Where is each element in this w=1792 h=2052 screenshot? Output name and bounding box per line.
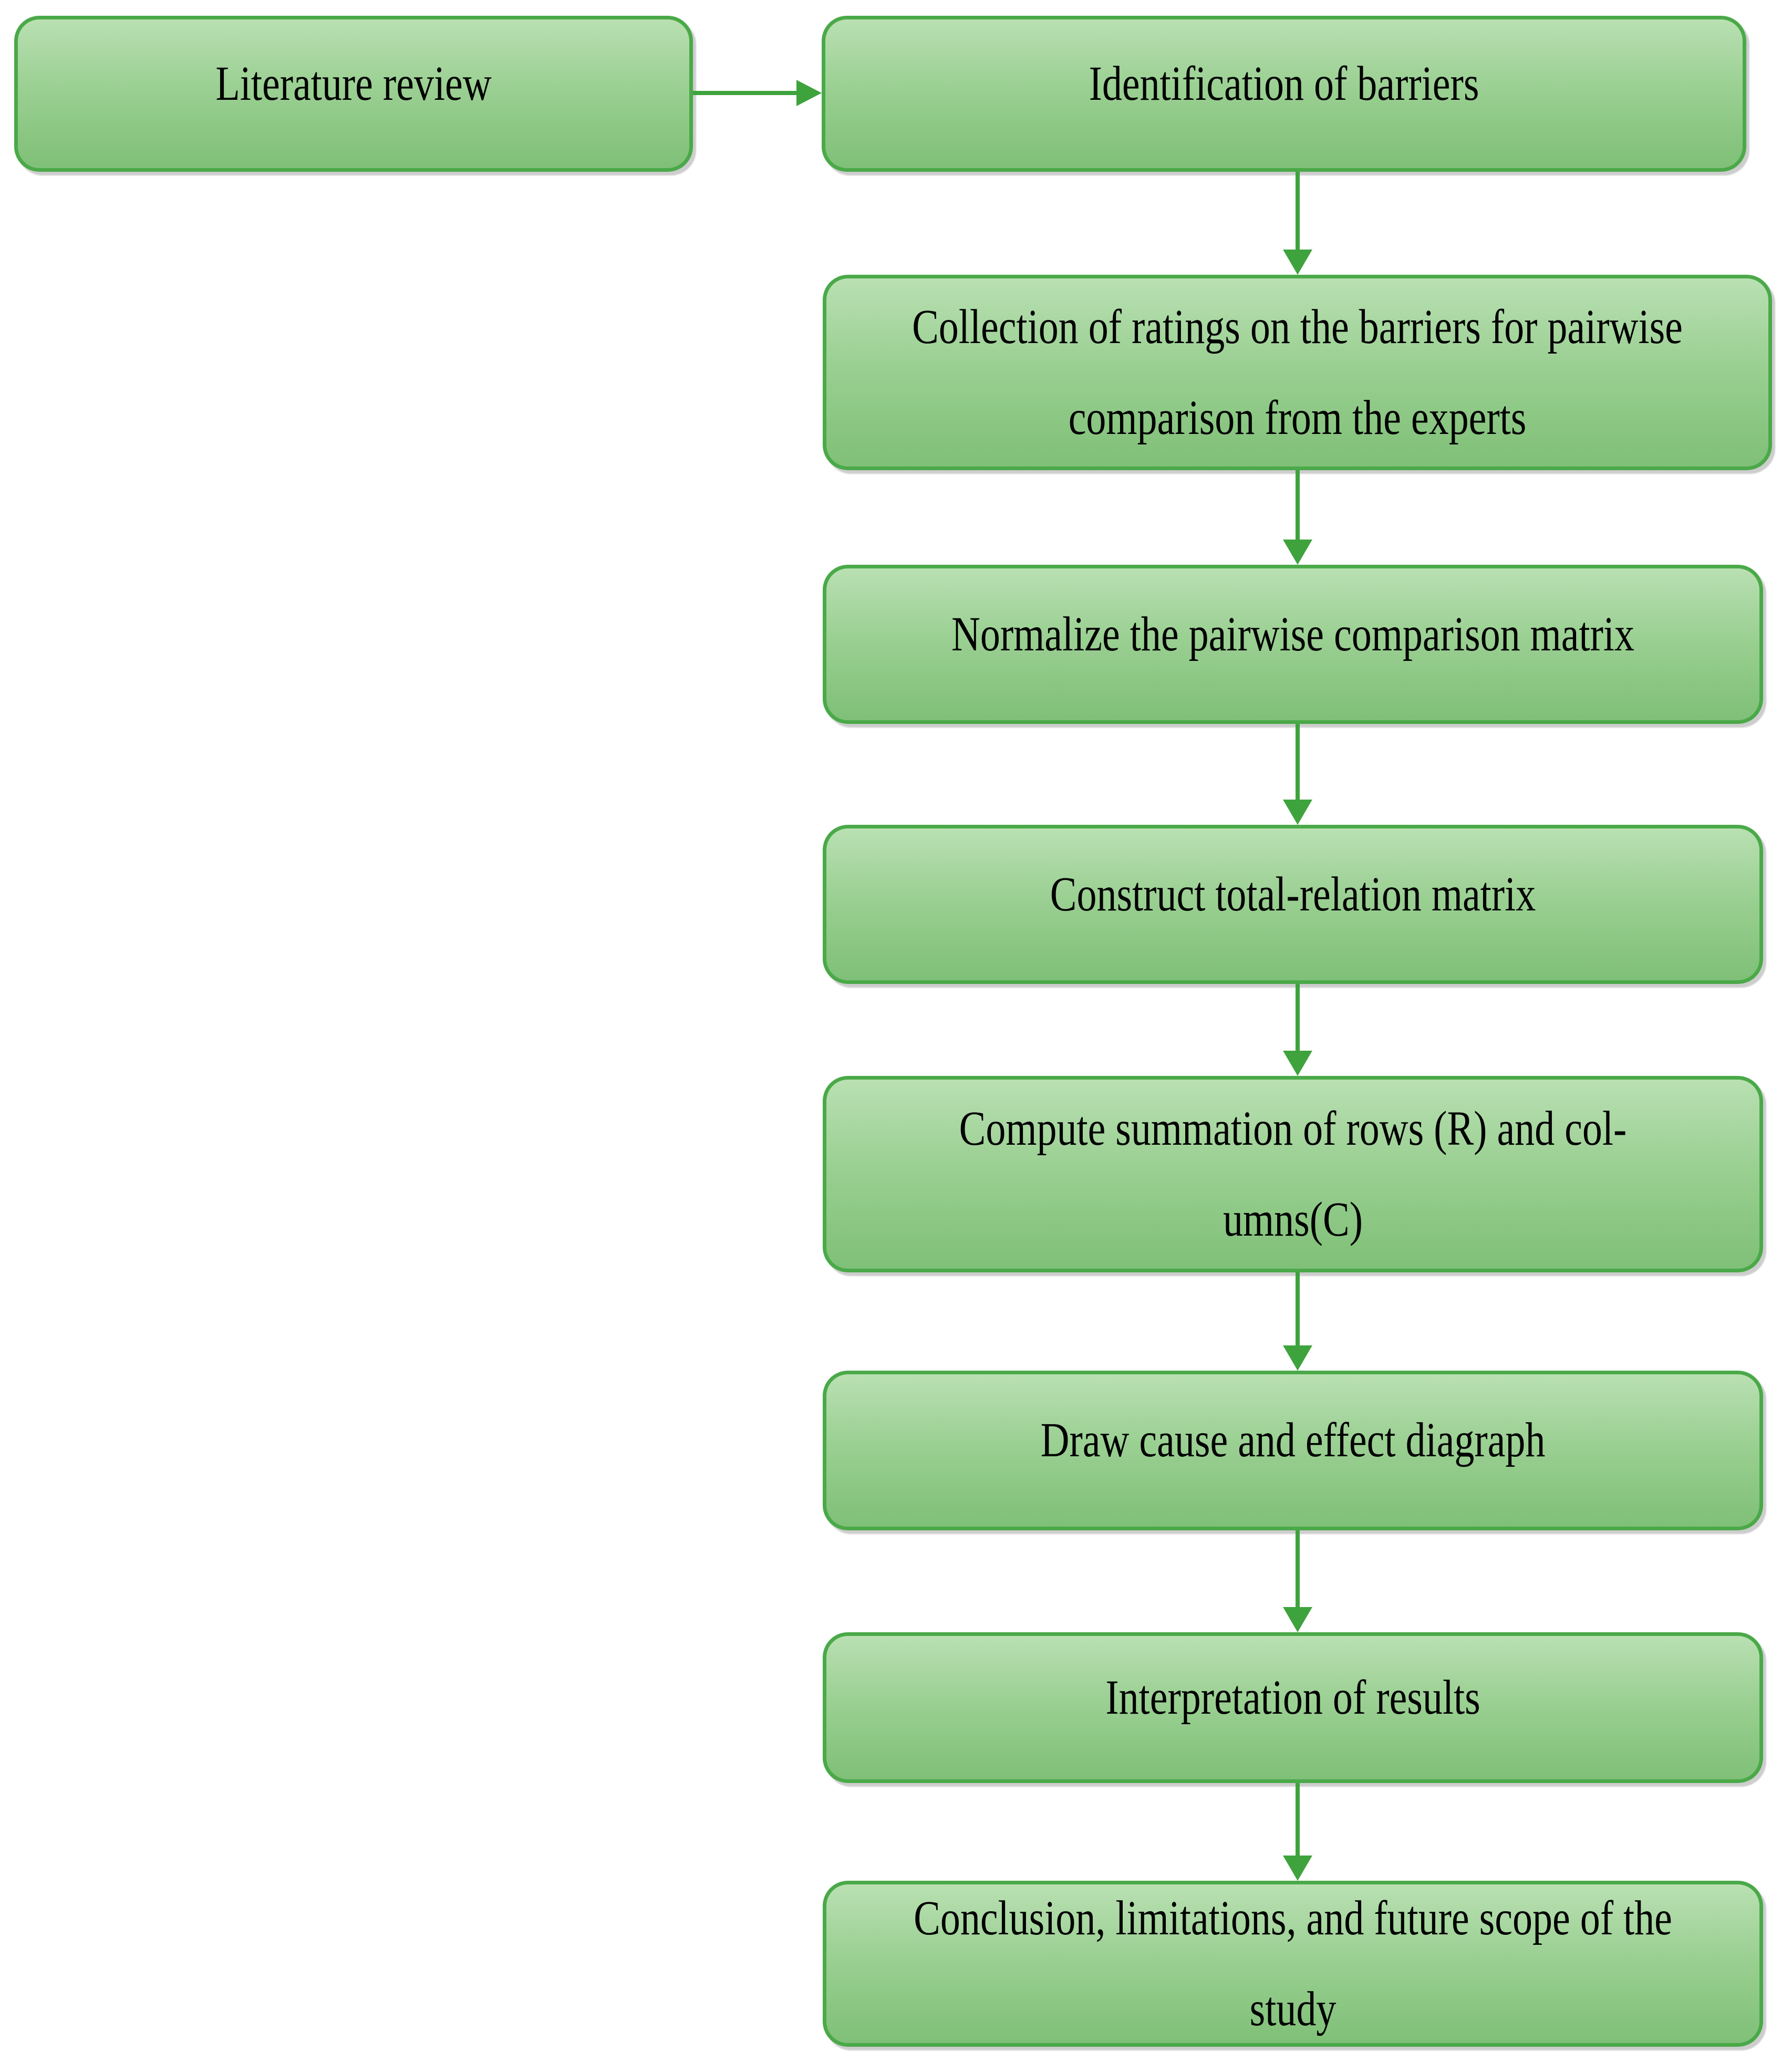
arrow-shaft: [1296, 1783, 1300, 1858]
arrowhead-down-icon: [1283, 1051, 1312, 1076]
connector-arrow-down-icon: [1283, 1530, 1312, 1632]
node-label-line: Interpretation of results: [1105, 1670, 1480, 1725]
arrowhead-down-icon: [1283, 540, 1312, 565]
node-identification-of-barriers: Identification of barriers: [822, 16, 1746, 172]
connector-arrow-down-icon: [1283, 172, 1312, 275]
node-label: Literature review: [18, 38, 689, 129]
node-label-line: comparison from the experts: [1068, 391, 1527, 445]
connector-arrow-down-icon: [1283, 1783, 1312, 1881]
node-label-line: Identification of barriers: [1089, 56, 1479, 111]
arrowhead-down-icon: [1283, 250, 1312, 275]
node-label-line: Conclusion, limitations, and future scop…: [914, 1891, 1672, 1945]
arrow-shaft: [1296, 470, 1300, 542]
node-label: Draw cause and effect diagraph: [826, 1395, 1759, 1486]
node-compute-summation: Compute summation of rows (R) and col- u…: [823, 1076, 1763, 1272]
node-label-line: Literature review: [215, 56, 492, 111]
arrow-shaft: [1296, 172, 1300, 252]
arrowhead-right-icon: [796, 80, 822, 106]
arrow-shaft: [1296, 984, 1300, 1053]
node-label-line: Draw cause and effect diagraph: [1040, 1413, 1546, 1467]
node-collection-of-ratings: Collection of ratings on the barriers fo…: [823, 275, 1772, 470]
node-label: Construct total-relation matrix: [826, 848, 1759, 939]
node-label-line: umns(C): [1223, 1193, 1363, 1247]
node-label-line: Normalize the pairwise comparison matrix: [951, 607, 1634, 661]
node-label-line: study: [1249, 1982, 1337, 2036]
connector-arrow-down-icon: [1283, 724, 1312, 825]
node-label: Interpretation of results: [826, 1652, 1759, 1743]
arrow-shaft: [1296, 724, 1300, 802]
arrowhead-down-icon: [1283, 1607, 1312, 1632]
node-label: Normalize the pairwise comparison matrix: [826, 588, 1759, 679]
node-label: Collection of ratings on the barriers fo…: [826, 282, 1768, 463]
connector-arrow-down-icon: [1283, 1272, 1312, 1371]
node-literature-review: Literature review: [14, 16, 693, 172]
node-label: Identification of barriers: [825, 38, 1743, 129]
node-conclusion-limitations-future-scope: Conclusion, limitations, and future scop…: [823, 1881, 1763, 2047]
arrow-shaft: [1296, 1530, 1300, 1609]
arrow-shaft: [1296, 1272, 1300, 1348]
node-interpretation-of-results: Interpretation of results: [823, 1632, 1763, 1783]
node-label-line: Construct total-relation matrix: [1050, 867, 1536, 921]
node-label: Conclusion, limitations, and future scop…: [826, 1873, 1759, 2052]
arrow-shaft: [693, 91, 799, 95]
connector-arrow-right-icon: [693, 77, 822, 109]
arrowhead-down-icon: [1283, 1856, 1312, 1881]
connector-arrow-down-icon: [1283, 984, 1312, 1076]
node-draw-cause-effect-diagraph: Draw cause and effect diagraph: [823, 1371, 1763, 1530]
node-label-line: Compute summation of rows (R) and col-: [959, 1102, 1627, 1156]
node-label: Compute summation of rows (R) and col- u…: [826, 1083, 1759, 1265]
arrowhead-down-icon: [1283, 1345, 1312, 1371]
connector-arrow-down-icon: [1283, 470, 1312, 565]
node-construct-total-relation-matrix: Construct total-relation matrix: [823, 825, 1763, 984]
node-normalize-matrix: Normalize the pairwise comparison matrix: [823, 565, 1763, 724]
node-label-line: Collection of ratings on the barriers fo…: [912, 300, 1683, 354]
arrowhead-down-icon: [1283, 800, 1312, 825]
